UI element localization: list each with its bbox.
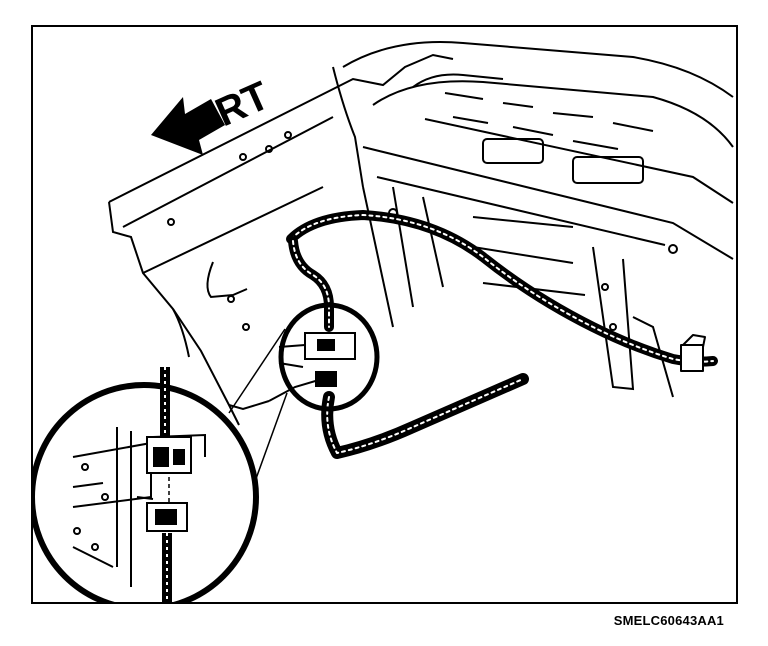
magnified-connector-inset — [33, 367, 259, 602]
illustration-frame: FRT — [31, 25, 738, 604]
wiring-harness — [286, 210, 718, 459]
connector-upper — [146, 436, 192, 474]
figure-code: SMELC60643AA1 — [613, 613, 724, 628]
front-label: FRT — [187, 73, 276, 145]
detail-callout-circle — [278, 302, 380, 412]
fender-panel — [108, 53, 454, 426]
callout-leader-bottom — [252, 392, 288, 488]
radiator-support — [332, 41, 734, 398]
connector-lower — [146, 502, 188, 532]
callout-leader-top — [228, 328, 286, 414]
arrow-front-icon — [151, 97, 225, 155]
wiring-harness-illustration: FRT — [33, 41, 734, 602]
front-direction-indicator: FRT — [151, 73, 276, 155]
